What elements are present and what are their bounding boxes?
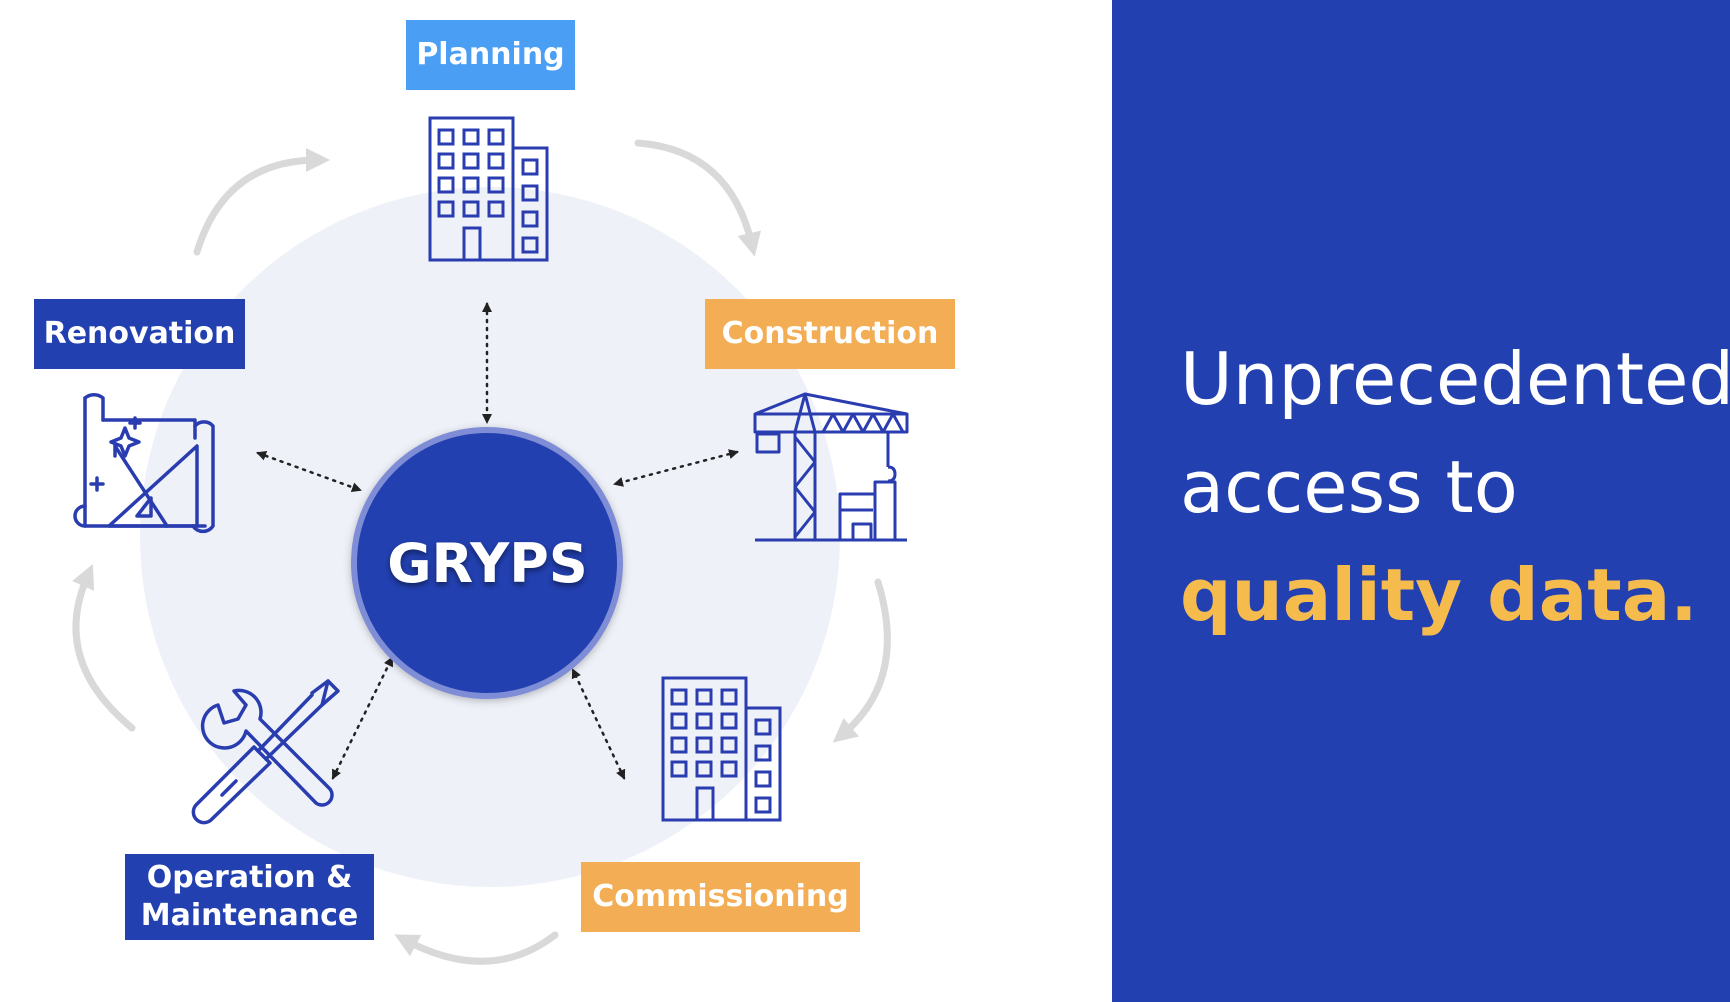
office-building-icon [428, 116, 549, 262]
cycle-arrow-renovation-planning [193, 148, 330, 256]
diagram-canvas [72, 116, 909, 965]
stage-label-commissioning: Commissioning [581, 862, 860, 932]
lifecycle-diagram: GRYPS Planning Construction Commissionin… [34, 20, 955, 965]
stage-label-renovation: Renovation [34, 299, 245, 369]
headline-line-2: access to [1180, 445, 1518, 529]
hub-connectors [256, 302, 739, 780]
office-building-icon [661, 676, 782, 822]
headline-panel: Unprecedented access to quality data. [1112, 0, 1730, 1002]
stage-label-planning: Planning [406, 20, 575, 90]
cycle-arrow-planning-construction [634, 139, 761, 257]
headline: Unprecedented access to quality data. [1180, 325, 1730, 649]
stage-label-construction: Construction [705, 299, 955, 369]
hub-circle [351, 427, 623, 699]
hub-label: GRYPS [387, 531, 588, 595]
headline-line-1: Unprecedented [1180, 337, 1730, 421]
blueprint-ruler-icon [73, 393, 215, 534]
cycle-arrow-operation-renovation [72, 564, 136, 732]
stage-label-operation-line1: Operation & [146, 860, 353, 895]
connector-construction [613, 449, 739, 487]
headline-accent: quality data. [1180, 553, 1698, 637]
stage-label-operation-maintenance: Operation & Maintenance [125, 854, 374, 940]
wrench-screwdriver-icon [191, 679, 340, 825]
cycle-arrow-commissioning-operation [394, 931, 559, 965]
cycle-arrows [72, 139, 891, 965]
stage-label-operation-line2: Maintenance [140, 898, 359, 933]
connector-operation [331, 656, 394, 780]
tower-crane-icon [753, 392, 909, 542]
connector-renovation [256, 451, 362, 492]
cycle-arrow-construction-commissioning [832, 578, 891, 743]
